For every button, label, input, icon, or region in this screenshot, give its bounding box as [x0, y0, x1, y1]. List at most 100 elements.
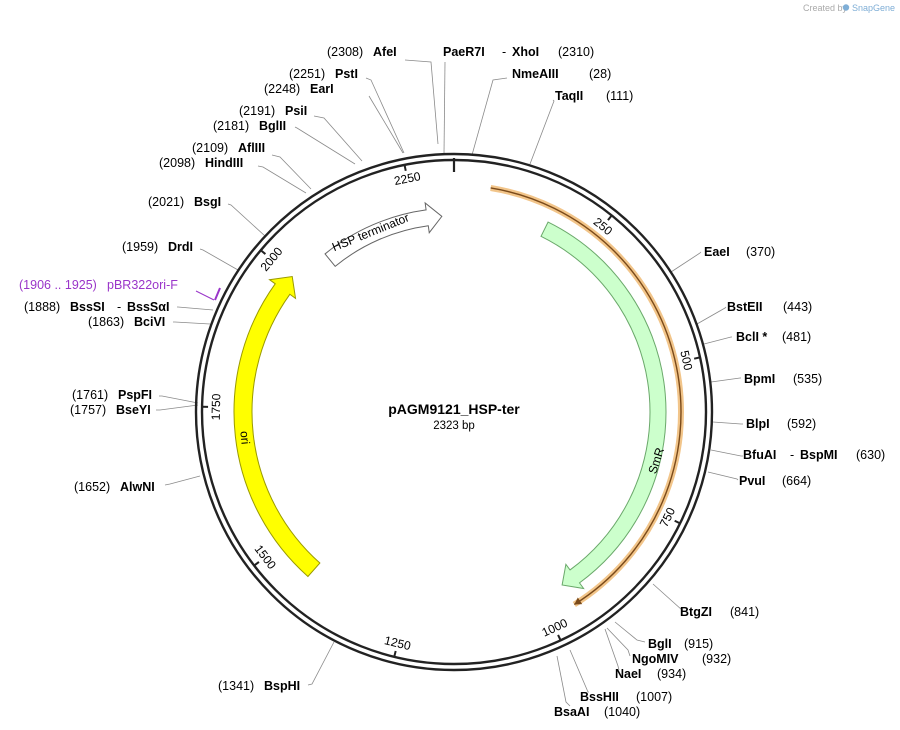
site-pos: (2098)	[159, 156, 195, 170]
site-pos: (2308)	[327, 45, 363, 59]
site-pos: (2109)	[192, 141, 228, 155]
site-pos: (2181)	[213, 119, 249, 133]
site-name: PspFI	[118, 388, 152, 402]
site-name-alt: BssSαI	[127, 300, 169, 314]
site-name: DrdI	[168, 240, 193, 254]
site-name: PvuI	[739, 474, 765, 488]
site-pos: (443)	[783, 300, 812, 314]
site-pos: (535)	[793, 372, 822, 386]
site-pos: (111)	[606, 89, 633, 103]
feature-hsp-terminator	[324, 201, 443, 268]
smr-strand-line	[490, 187, 682, 606]
site-name: BssHII	[580, 690, 619, 704]
site-name: AflIII	[238, 141, 265, 155]
site-labels-left: (2308) AfeI (2251) PstI (2248) EarI (219…	[24, 45, 397, 693]
ruler-tick-label: 1250	[383, 633, 413, 653]
site-name: AlwNI	[120, 480, 155, 494]
site-name: BseYI	[116, 403, 151, 417]
site-name: PaeR7I	[443, 45, 485, 59]
site-pos: (2310)	[558, 45, 594, 59]
ruler-tick-mark	[253, 561, 260, 567]
site-pos: (1959)	[122, 240, 158, 254]
ruler-tick-label: 2250	[393, 169, 422, 188]
feature-smr	[540, 221, 667, 590]
ruler-tick-mark	[607, 214, 613, 221]
ruler-tick-label: 500	[677, 349, 695, 372]
plasmid-name: pAGM9121_HSP-ter	[388, 401, 520, 417]
site-name-alt: BspMI	[800, 448, 838, 462]
site-name: BsaAI	[554, 705, 589, 719]
site-pos: (1040)	[604, 705, 640, 719]
site-pos: (1863)	[88, 315, 124, 329]
site-name: AfeI	[373, 45, 397, 59]
smr-strand-arrowhead	[574, 597, 583, 605]
site-pos: (934)	[657, 667, 686, 681]
primer-name: pBR322ori-F	[107, 278, 178, 292]
ruler-tick-label: 1750	[209, 393, 224, 420]
site-pos: (630)	[856, 448, 885, 462]
site-name: HindIII	[205, 156, 243, 170]
site-name: PsiI	[285, 104, 307, 118]
ruler-tick-mark	[557, 634, 562, 641]
site-name: BssSI	[70, 300, 105, 314]
primer-range: (1906 .. 1925)	[19, 278, 97, 292]
site-name: EarI	[310, 82, 334, 96]
site-pos: (2191)	[239, 104, 275, 118]
site-pos: (1757)	[70, 403, 106, 417]
feature-label-ori: ori	[237, 430, 252, 445]
site-pos: (2248)	[264, 82, 300, 96]
snapgene-logo-icon	[842, 4, 850, 11]
site-name: BglI	[648, 637, 672, 651]
site-pos: (932)	[702, 652, 731, 666]
watermark-prefix: Created by	[803, 3, 848, 13]
ruler-tick-mark	[260, 249, 267, 255]
site-name: PstI	[335, 67, 358, 81]
site-name: BglII	[259, 119, 286, 133]
primer-pbr322ori-f: (1906 .. 1925) pBR322ori-F	[19, 278, 221, 301]
site-name: BspHI	[264, 679, 300, 693]
site-name-alt: XhoI	[512, 45, 539, 59]
feature-ori	[233, 275, 321, 578]
ruler-tick-mark	[403, 164, 407, 171]
site-pos: (370)	[746, 245, 775, 259]
site-pos: (481)	[782, 330, 811, 344]
site-pos: (592)	[787, 417, 816, 431]
svg-text:-: -	[502, 45, 506, 59]
ruler-tick-mark	[393, 650, 397, 658]
site-pos: (1652)	[74, 480, 110, 494]
ruler-tick-mark	[674, 519, 681, 525]
ruler-tick-label: 1000	[540, 616, 570, 640]
site-name: EaeI	[704, 245, 730, 259]
svg-text:-: -	[790, 448, 794, 462]
site-pos: (664)	[782, 474, 811, 488]
watermark-brand: SnapGene	[852, 3, 895, 13]
ruler-tick-mark	[693, 356, 701, 360]
site-name: TaqII	[555, 89, 583, 103]
site-pos: (1888)	[24, 300, 60, 314]
site-leader-lines	[156, 59, 743, 707]
site-name: BsgI	[194, 195, 221, 209]
site-pos: (1341)	[218, 679, 254, 693]
site-pos: (1761)	[72, 388, 108, 402]
site-pos: (841)	[730, 605, 759, 619]
site-name: BpmI	[744, 372, 775, 386]
site-pos: (28)	[589, 67, 611, 81]
site-name: NgoMIV	[632, 652, 679, 666]
svg-text:-: -	[117, 300, 121, 314]
site-name: BtgZI	[680, 605, 712, 619]
site-name: BclI *	[736, 330, 767, 344]
site-name: BlpI	[746, 417, 770, 431]
backbone-outer-ring	[194, 152, 714, 672]
site-name: BfuAI	[743, 448, 776, 462]
site-pos: (915)	[684, 637, 713, 651]
site-pos: (2251)	[289, 67, 325, 81]
site-name: BciVI	[134, 315, 165, 329]
site-pos: (2021)	[148, 195, 184, 209]
site-pos: (1007)	[636, 690, 672, 704]
plasmid-length: 2323 bp	[433, 420, 475, 432]
site-name: NmeAIII	[512, 67, 559, 81]
site-name: BstEII	[727, 300, 762, 314]
site-name: NaeI	[615, 667, 641, 681]
site-labels-right: PaeR7I - XhoI (2310) NmeAIII (28) TaqII …	[443, 45, 885, 719]
